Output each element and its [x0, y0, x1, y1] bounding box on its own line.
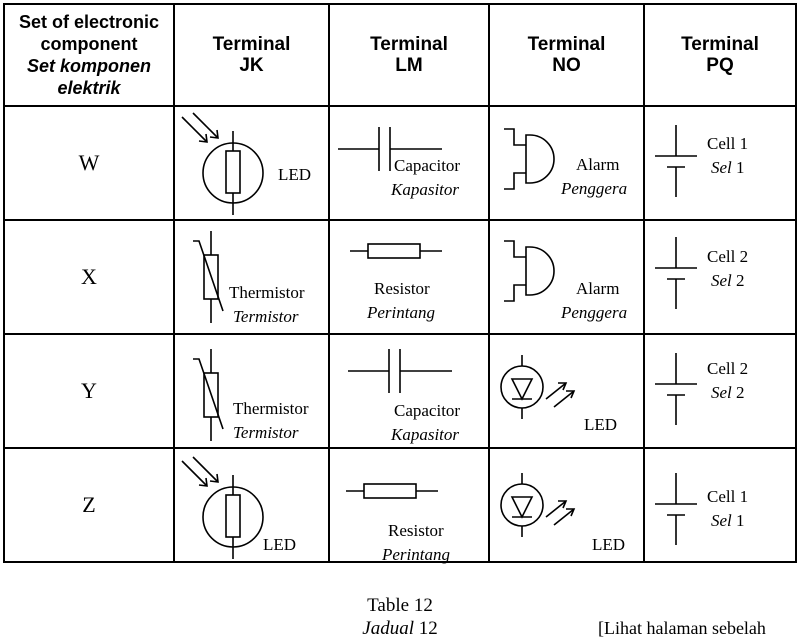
resistor-icon	[350, 243, 442, 259]
caption-en: Table 12	[367, 595, 433, 616]
capacitor-icon	[348, 349, 452, 393]
alarm-icon	[504, 240, 555, 302]
header-terminal-pq: Terminal PQ	[643, 3, 797, 107]
table-caption: Table 12 Jadual 12	[300, 594, 500, 640]
led-icon	[181, 112, 264, 215]
table-row: Y Thermistor Termistor Capacitor Kapasit…	[3, 333, 797, 449]
component-name-en: LED	[263, 535, 297, 554]
component-name-en: Alarm	[576, 279, 620, 298]
cell-jk: LED	[173, 105, 330, 221]
thermistor-icon	[193, 349, 224, 441]
cell-lm: Resistor Perintang	[328, 219, 490, 335]
component-name-ms: Sel	[711, 511, 732, 530]
table-row: X Thermistor Termistor Resistor Perintan…	[3, 219, 797, 335]
set-label: W	[3, 105, 175, 221]
table-row: Z LED Resistor Perintang	[3, 447, 797, 564]
component-name-en: LED	[278, 165, 312, 184]
component-name-en: Thermistor	[229, 283, 305, 302]
component-name-en: Resistor	[388, 521, 444, 540]
cell-lm: Capacitor Kapasitor	[328, 333, 490, 449]
header-set: Set of electronic component Set komponen…	[3, 3, 175, 107]
cell-jk: LED	[173, 447, 330, 563]
component-name-en: LED	[592, 535, 626, 554]
component-name-en: Alarm	[576, 155, 620, 174]
thermistor-icon	[193, 231, 224, 323]
set-label: Z	[3, 447, 175, 563]
cell-pq: Cell 1 Sel 1	[643, 105, 797, 221]
component-name-en: Cell 1	[707, 134, 749, 153]
led-icon	[500, 355, 576, 419]
led-icon	[181, 456, 264, 559]
component-name-ms: Perintang	[367, 303, 435, 322]
component-name-ms: Perintang	[382, 545, 450, 564]
cell-no: LED	[488, 447, 645, 563]
header-terminal-jk: Terminal JK	[173, 3, 330, 107]
component-name-ms: Sel	[711, 271, 732, 290]
resistor-icon	[346, 483, 438, 499]
component-name-en: Thermistor	[233, 399, 309, 418]
cell-lm: Capacitor Kapasitor	[328, 105, 490, 221]
component-name-ms: Kapasitor	[391, 425, 460, 444]
cell-pq: Cell 2 Sel 2	[643, 219, 797, 335]
header-terminal-lm: Terminal LM	[328, 3, 490, 107]
component-name-ms: Termistor	[233, 307, 299, 326]
alarm-icon	[504, 128, 555, 190]
cell-pq: Cell 1 Sel 1	[643, 447, 797, 563]
cell-icon	[655, 237, 697, 309]
cell-jk: Thermistor Termistor	[173, 219, 330, 335]
component-name-ms: Sel	[711, 158, 732, 177]
set-label: Y	[3, 333, 175, 449]
component-name-en: Resistor	[374, 279, 430, 298]
component-name-ms: Penggera	[561, 303, 628, 322]
component-name-en: Capacitor	[394, 401, 461, 420]
component-name-ms: Termistor	[233, 423, 299, 442]
cell-lm: Resistor Perintang	[328, 447, 490, 564]
cell-no: Alarm Penggera	[488, 105, 645, 221]
component-name-en: Cell 2	[707, 359, 749, 378]
component-table: Set of electronic component Set komponen…	[3, 3, 797, 564]
cell-no: LED	[488, 333, 645, 449]
led-icon	[500, 473, 576, 537]
table-row: W LED Capacitor Kapasitor Al	[3, 105, 797, 221]
component-name-en: Cell 1	[707, 487, 749, 506]
caption-ms: Jadual 12	[362, 618, 438, 639]
cell-icon	[655, 353, 697, 425]
component-name-en: LED	[584, 415, 618, 434]
cell-icon	[655, 125, 697, 197]
component-name-en: Cell 2	[707, 247, 749, 266]
cell-pq: Cell 2 Sel 2	[643, 333, 797, 449]
component-name-en: Capacitor	[394, 156, 461, 175]
cell-no: Alarm Penggera	[488, 219, 645, 335]
header-row: Set of electronic component Set komponen…	[3, 3, 797, 107]
capacitor-icon	[338, 127, 442, 171]
component-name-ms: Penggera	[561, 179, 628, 198]
cell-icon	[655, 473, 697, 545]
component-name-ms: Sel	[711, 383, 732, 402]
set-label: X	[3, 219, 175, 335]
next-page-note: [Lihat halaman sebelah	[598, 618, 766, 638]
cell-jk: Thermistor Termistor	[173, 333, 330, 449]
component-name-ms: Kapasitor	[391, 180, 460, 199]
header-terminal-no: Terminal NO	[488, 3, 645, 107]
